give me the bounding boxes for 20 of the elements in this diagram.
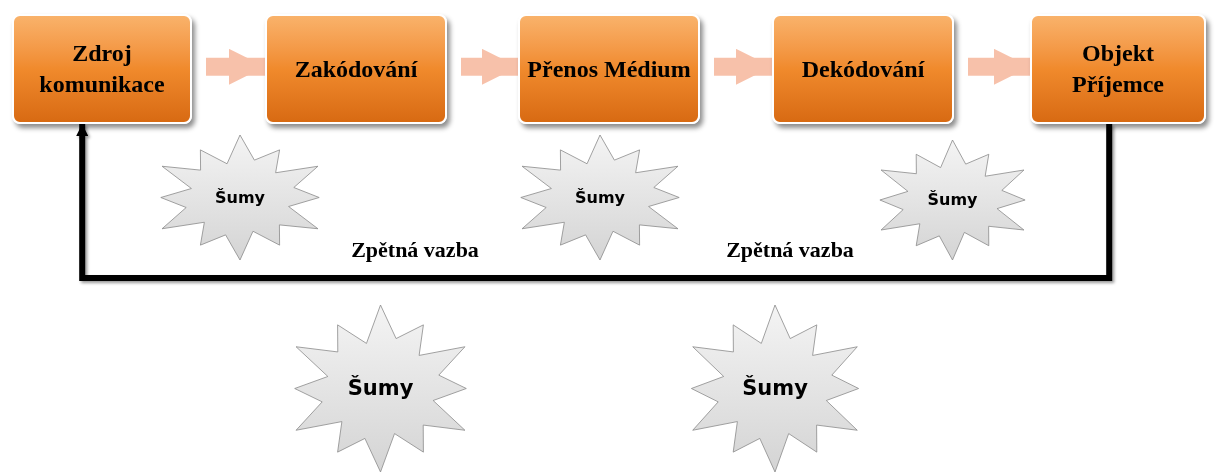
chevron-arrow bbox=[968, 48, 1030, 85]
process-box bbox=[772, 14, 954, 124]
noise-label: Šumy bbox=[742, 374, 808, 402]
chevron-arrow bbox=[206, 48, 265, 85]
box-label: Zakódování bbox=[293, 54, 419, 84]
box-label: Zdroj komunikace bbox=[38, 39, 166, 99]
box-label: Objekt Příjemce bbox=[1071, 39, 1165, 99]
process-box bbox=[12, 14, 192, 124]
feedback-arrow bbox=[76, 124, 1113, 281]
noise-label: Šumy bbox=[927, 189, 978, 211]
box-label: Dekódování bbox=[800, 54, 926, 84]
process-box bbox=[265, 14, 447, 124]
noise-label: Šumy bbox=[347, 374, 414, 402]
noise-label: Šumy bbox=[215, 186, 265, 209]
noise-label: Šumy bbox=[575, 186, 625, 209]
chevron-arrow bbox=[461, 48, 518, 85]
box-label: Přenos Médium bbox=[526, 54, 692, 84]
process-box bbox=[1030, 14, 1206, 124]
chevron-arrow bbox=[714, 48, 772, 85]
process-box bbox=[518, 14, 700, 124]
